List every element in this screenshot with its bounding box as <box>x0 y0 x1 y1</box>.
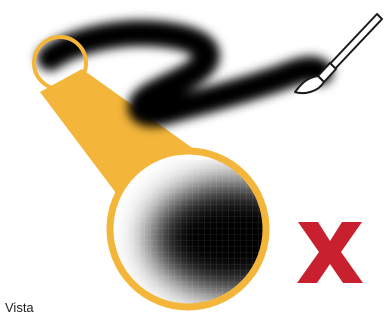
red-x-icon <box>297 222 363 283</box>
caption-label: Vista <box>5 300 34 316</box>
paintbrush-icon <box>295 14 382 93</box>
